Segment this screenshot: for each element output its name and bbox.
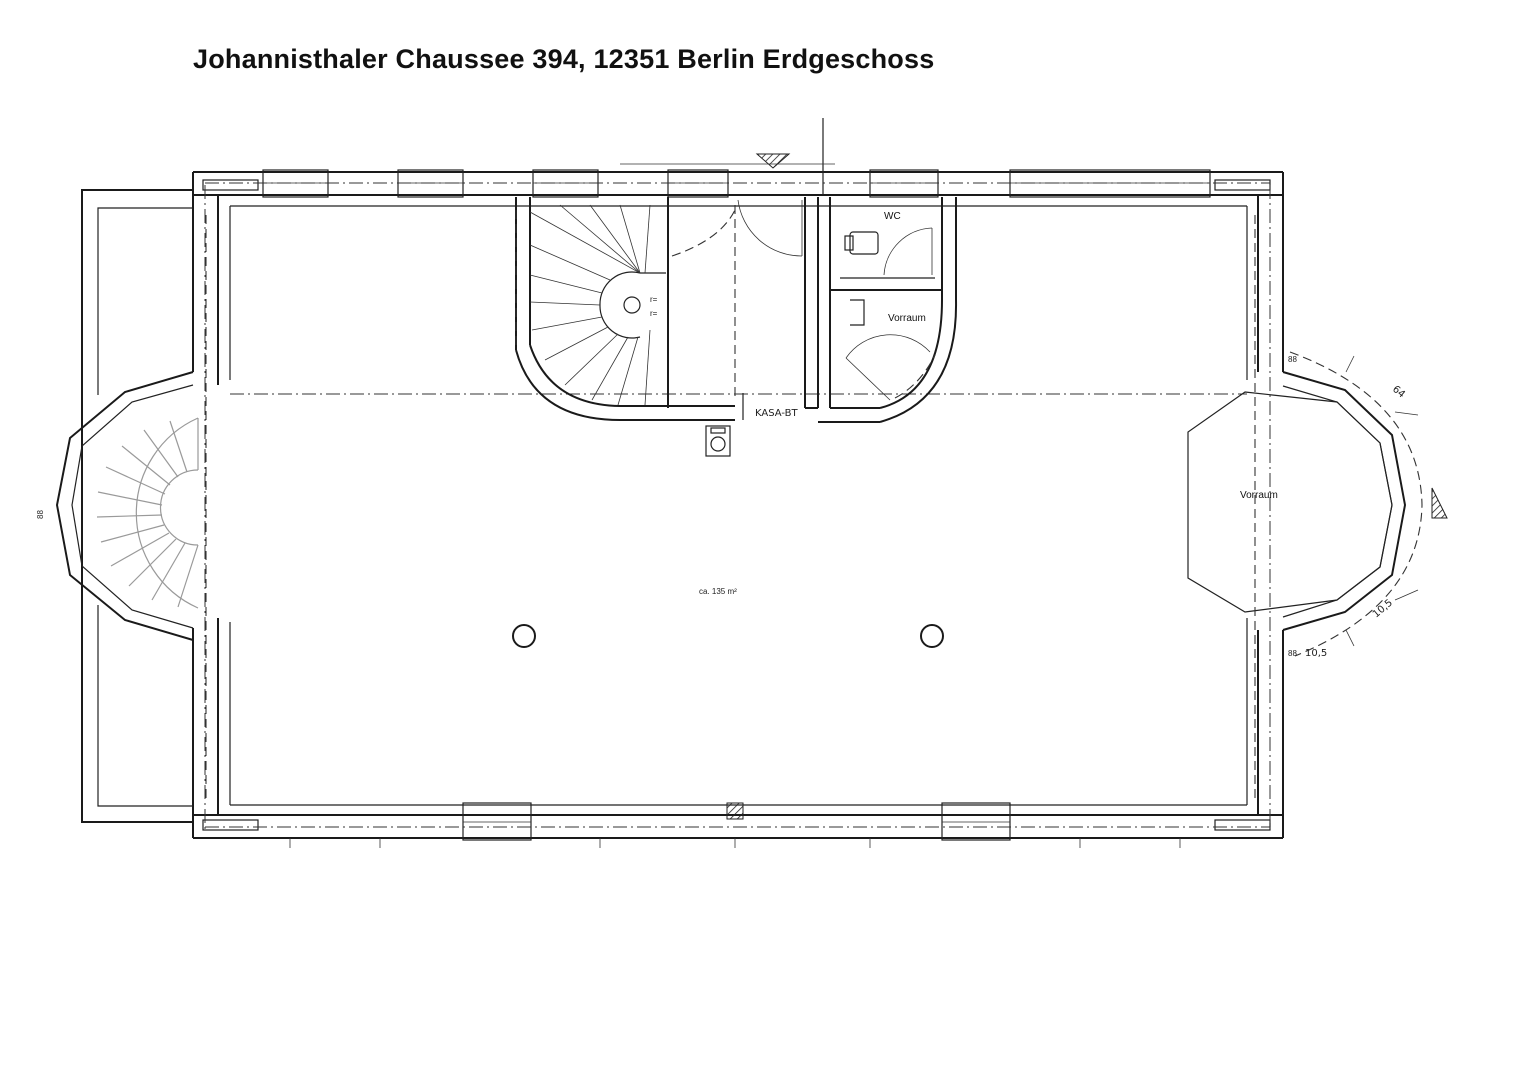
column-right — [920, 624, 944, 648]
wc-block: WC Vorraum — [818, 197, 958, 423]
stair-note-2: r= — [650, 309, 658, 318]
main-area-label: ca. 135 m² — [699, 587, 737, 596]
centerlines — [204, 182, 1271, 830]
interior-reference-lines — [205, 210, 1256, 800]
wc-label: WC — [884, 211, 901, 222]
columns — [512, 624, 944, 648]
vorraum-bay-label: Vorraum — [1240, 490, 1278, 501]
dim-bay-1: 88 — [1288, 355, 1297, 364]
vorraum-inner-label: Vorraum — [888, 313, 926, 324]
bottom-ticks — [289, 838, 1181, 848]
dim-bay-4: 10,5 — [1371, 598, 1395, 621]
dim-bay-3: 10,5 — [1305, 648, 1327, 659]
left-annex: 88 — [36, 189, 199, 823]
stair-note-1: r= — [650, 295, 658, 304]
axis-mark-left: 88 — [36, 510, 45, 519]
windows-bottom — [462, 802, 1011, 841]
entrance-corridor: KASA-BT — [620, 118, 835, 457]
page-title: Johannisthaler Chaussee 394, 12351 Berli… — [193, 44, 935, 74]
central-staircase: r= r= — [515, 197, 735, 421]
right-bay: 88 88 10,5 10,5 64 — [1187, 351, 1448, 659]
exterior-walls — [192, 171, 1284, 839]
dim-bay-2: 88 — [1288, 649, 1297, 658]
kasa-label: KASA-BT — [755, 408, 798, 419]
left-spiral-stair — [96, 417, 199, 609]
column-left — [512, 624, 536, 648]
dim-bay-5: 64 — [1390, 384, 1407, 401]
